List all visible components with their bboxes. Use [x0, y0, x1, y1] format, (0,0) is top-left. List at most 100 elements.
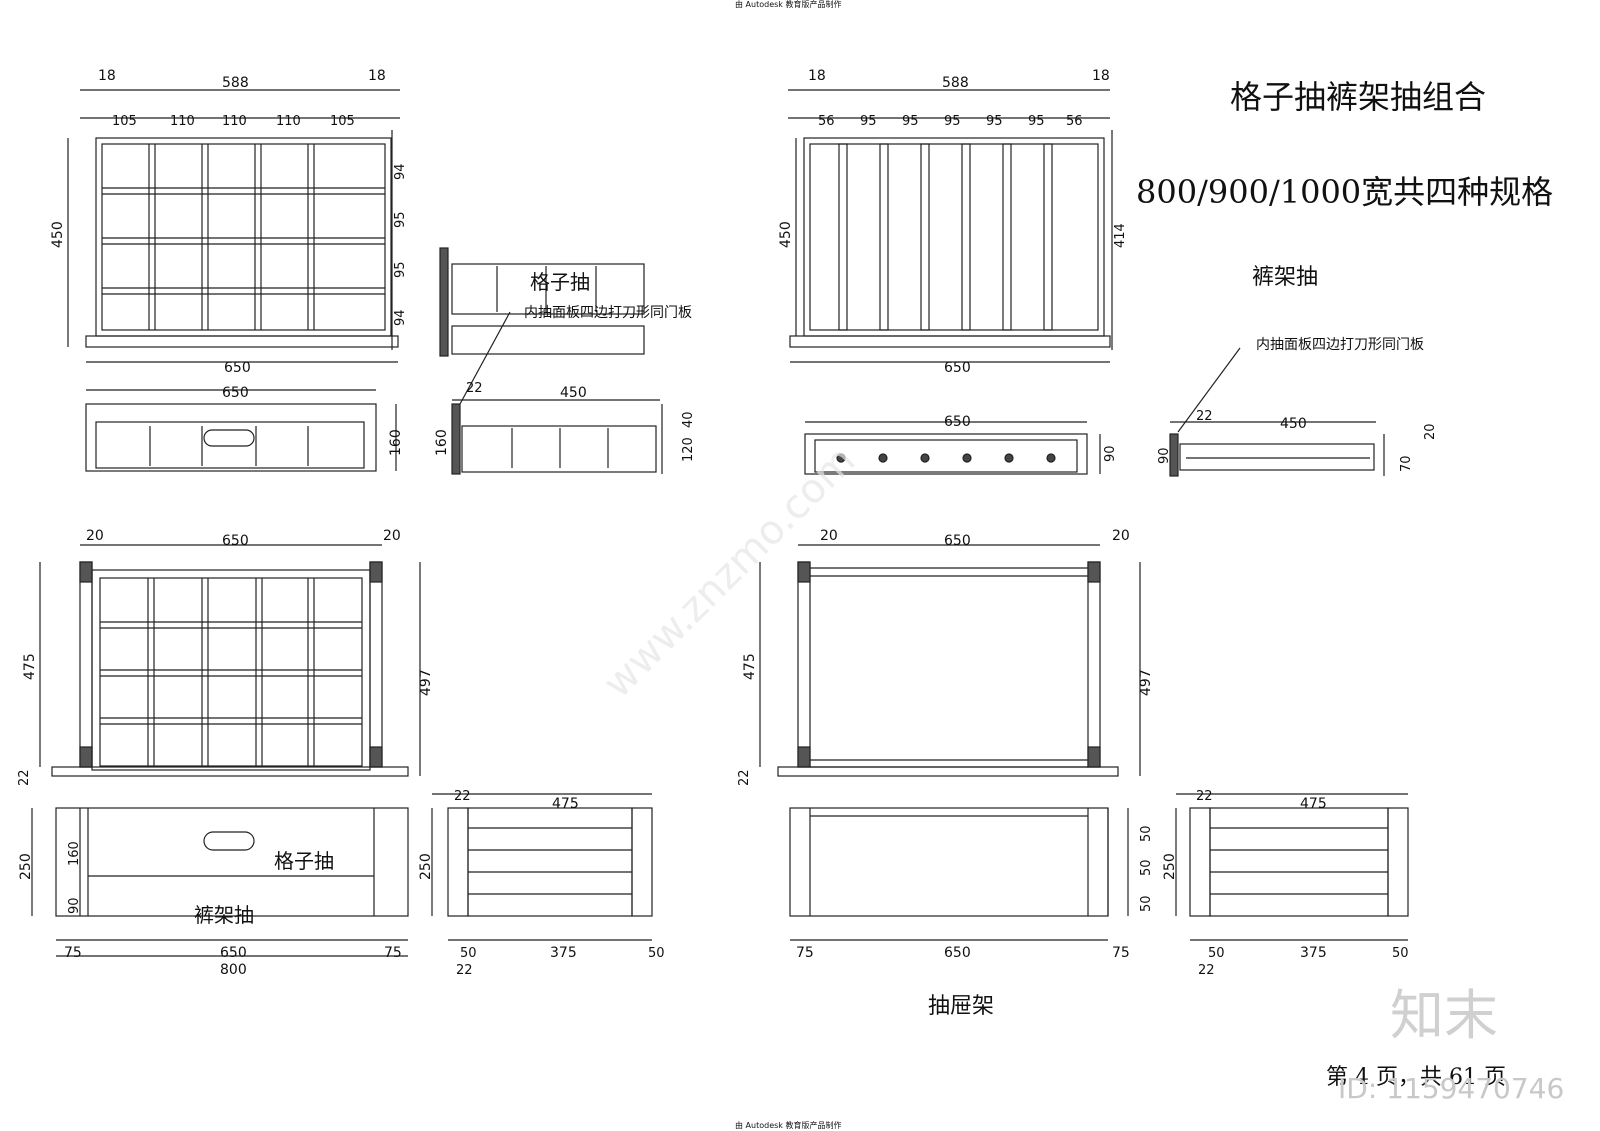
dim-elev-mid: 650: [220, 945, 247, 961]
inner-panel-note-left: 内抽面板四边打刀形同门板: [524, 304, 692, 321]
dim-frame-base-l: 22: [17, 769, 32, 786]
frame-side-left: [431, 793, 653, 941]
dim-relev-side-r: 75: [1112, 945, 1130, 961]
dim-elev-h-top: 160: [67, 841, 82, 866]
pants-drawer-label-top: 裤架抽: [1252, 265, 1318, 290]
dim-frame-side-r: 20: [383, 528, 401, 544]
dim-grid-side-r: 18: [368, 68, 386, 84]
grid-drawer-plan: [67, 89, 400, 363]
dim-pants-cell-4: 95: [944, 114, 961, 129]
dim-grid-front-height: 160: [388, 429, 404, 456]
dim-pants-side-r: 18: [1092, 68, 1110, 84]
frame-elevation: [789, 807, 1129, 941]
dim-grid-front-width: 650: [222, 385, 249, 401]
drawing-subtitle: 800/900/1000宽共四种规格: [1136, 173, 1553, 211]
dim-grid-r2: 95: [393, 211, 408, 228]
dim-grid-side-top: 40: [681, 411, 696, 428]
frame-empty: [759, 544, 1141, 777]
dim-elev-side-l: 75: [64, 945, 82, 961]
dim-frame2-side-l: 20: [820, 528, 838, 544]
drawer-frame-label: 抽屉架: [928, 994, 994, 1019]
dim-side-c-r: 50: [1392, 946, 1409, 961]
dim-elev-side-r: 75: [384, 945, 402, 961]
dim-side-b-l: 375: [550, 945, 577, 961]
dim-frame2-h-r: 497: [1138, 669, 1154, 696]
dim-grid-cell-3: 110: [222, 114, 247, 129]
dim-side-panel-r: 22: [1196, 789, 1213, 804]
dim-frame-h-r: 497: [418, 669, 434, 696]
dim-pants-cell-2: 95: [860, 114, 877, 129]
dim-stack-3: 50: [1139, 895, 1154, 912]
dim-pants-width: 588: [942, 75, 969, 91]
watermark-site: www.znzmo.com: [595, 437, 865, 707]
dim-pants-front-height: 90: [1103, 445, 1118, 462]
pants-drawer-label-elev: 裤架抽: [194, 903, 254, 927]
header-note: 由 Autodesk 教育版产品制作: [735, 0, 841, 9]
dim-grid-cell-4: 110: [276, 114, 301, 129]
dim-pants-height: 450: [778, 221, 794, 248]
dim-pants-side-panel: 22: [1196, 409, 1213, 424]
dim-pants-side-top: 20: [1423, 423, 1438, 440]
dim-grid-side-depth: 450: [560, 385, 587, 401]
dim-pants-side-l: 18: [808, 68, 826, 84]
dim-grid-side-inner: 120: [681, 437, 696, 462]
grid-drawer-front: [85, 389, 397, 472]
dim-side-a-r: 50: [1208, 946, 1225, 961]
dim-grid-side-height: 160: [434, 429, 450, 456]
grid-drawer-label-top: 格子抽: [530, 270, 590, 294]
dim-pants-side-depth: 450: [1280, 416, 1307, 432]
grid-drawer-label-elev: 格子抽: [274, 849, 334, 873]
dim-grid-height: 450: [50, 221, 66, 248]
dim-stack-1: 50: [1139, 825, 1154, 842]
dim-relev-side-l: 75: [796, 945, 814, 961]
watermark-id: ID: 1159470746: [1338, 1072, 1564, 1105]
dim-pants-cell-7: 56: [1066, 114, 1083, 129]
dim-elev-h: 250: [18, 853, 34, 880]
dim-relev-mid: 650: [944, 945, 971, 961]
dim-pants-cell-1: 56: [818, 114, 835, 129]
dim-side-panel-l2: 22: [456, 963, 473, 978]
dim-side-h-r: 250: [1162, 853, 1178, 880]
dim-elev-h-bot: 90: [67, 897, 82, 914]
dim-frame-width-l: 650: [222, 533, 249, 549]
dim-pants-inner: 414: [1113, 223, 1128, 248]
dim-pants-side-inner: 70: [1399, 455, 1414, 472]
frame-side-right: [1175, 793, 1409, 941]
dim-pants-cell-3: 95: [902, 114, 919, 129]
watermark-brand: 知末: [1390, 984, 1498, 1047]
dim-pants-front-width: 650: [944, 414, 971, 430]
grid-drawer-side-small: [439, 247, 663, 475]
page-info: 第 4 页，共 61 页: [1326, 1065, 1506, 1090]
dim-frame2-side-r: 20: [1112, 528, 1130, 544]
pants-drawer-front: [804, 421, 1101, 475]
dim-pants-cell-6: 95: [1028, 114, 1045, 129]
pants-drawer-plan: [788, 89, 1113, 363]
dim-grid-r4: 94: [393, 309, 408, 326]
pants-drawer-side: [1169, 347, 1385, 477]
dim-elev-total: 800: [220, 962, 247, 978]
dim-frame2-base: 22: [737, 769, 752, 786]
dim-frame-h-l: 475: [22, 653, 38, 680]
cabinet-elevation: [31, 807, 409, 957]
dim-side-b-r: 375: [1300, 945, 1327, 961]
dim-grid-cell-2: 110: [170, 114, 195, 129]
dim-grid-r3: 95: [393, 261, 408, 278]
drawing-title: 格子抽裤架抽组合: [1230, 78, 1486, 116]
frame-with-grid: [39, 544, 421, 777]
dim-side-depth-r: 475: [1300, 796, 1327, 812]
dim-frame2-width: 650: [944, 533, 971, 549]
dim-grid-r1: 94: [393, 163, 408, 180]
footer-note: 由 Autodesk 教育版产品制作: [735, 1120, 841, 1130]
dim-side-depth-l: 475: [552, 796, 579, 812]
dim-grid-width: 588: [222, 75, 249, 91]
dim-grid-cell-1: 105: [112, 114, 137, 129]
dim-side-c-l: 50: [648, 946, 665, 961]
dim-grid-side-l: 18: [98, 68, 116, 84]
dim-stack-2: 50: [1139, 859, 1154, 876]
dim-pants-depth: 650: [944, 360, 971, 376]
dim-pants-side-height: 90: [1157, 447, 1172, 464]
dim-grid-side-panel: 22: [466, 381, 483, 396]
dim-side-a-l: 50: [460, 946, 477, 961]
dim-grid-cell-5: 105: [330, 114, 355, 129]
